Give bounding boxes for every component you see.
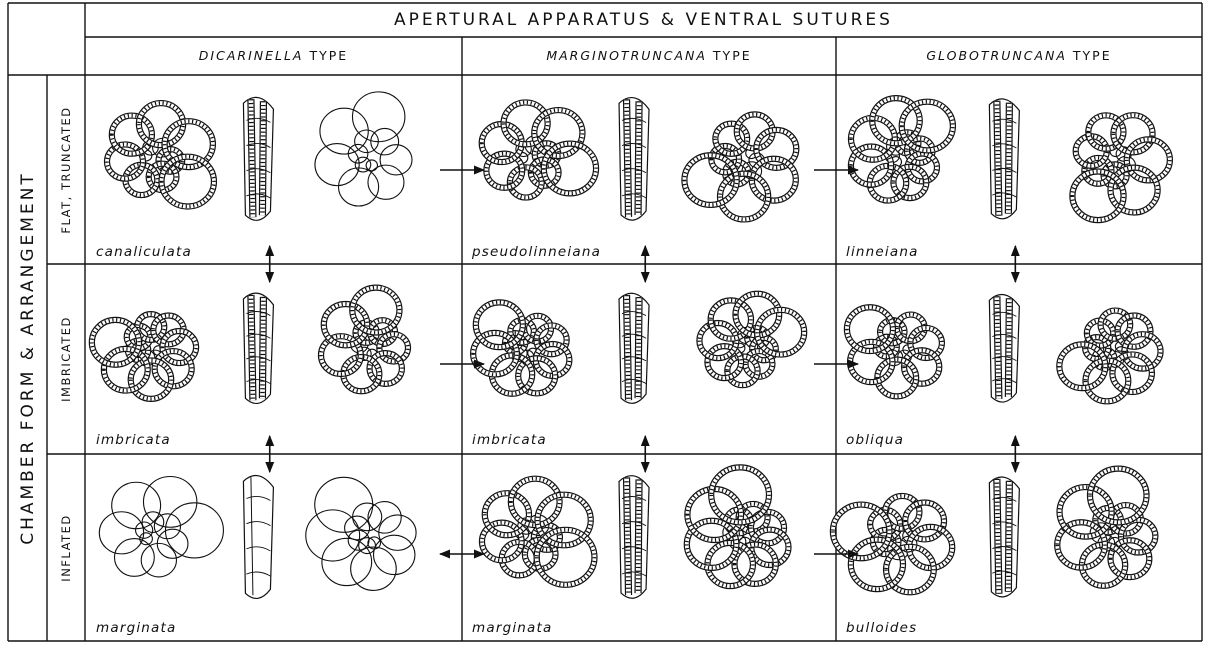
species-label-bulloides: bulloides (846, 620, 917, 636)
column-type-label: TYPE (713, 48, 752, 63)
column-genus: DICARINELLA (199, 48, 304, 63)
species-label-imbricata: imbricata (472, 432, 547, 448)
species-label-linneiana: linneiana (846, 244, 919, 260)
fossil-specimen-group (92, 288, 408, 404)
column-header-dicarinella: DICARINELLA TYPE (85, 48, 462, 63)
fossil-specimen-group (107, 92, 412, 220)
row-label-inflated: INFLATED (59, 514, 73, 581)
column-header-globotruncana: GLOBOTRUNCANA TYPE (836, 48, 1202, 63)
fossil-specimen-group (482, 467, 789, 598)
species-label-canaliculata: canaliculata (96, 244, 192, 260)
fossil-specimen-group (833, 469, 1155, 597)
species-label-pseudolinneiana: pseudolinneiana (472, 244, 601, 260)
column-header-marginotruncana: MARGINOTRUNCANA TYPE (462, 48, 836, 63)
table-grid (8, 3, 1202, 641)
species-label-marginata: marginata (96, 620, 177, 636)
row-label-imbricated: IMBRICATED (59, 316, 73, 402)
fossil-specimen-group (99, 476, 416, 599)
fossil-specimen-group (851, 98, 1170, 220)
column-type-label: TYPE (309, 48, 348, 63)
species-label-marginata: marginata (472, 620, 553, 636)
fossil-specimen-group (482, 98, 797, 221)
column-genus: GLOBOTRUNCANA (926, 48, 1067, 63)
column-type-label: TYPE (1073, 48, 1112, 63)
side-title: CHAMBER FORM & ARRANGEMENT (18, 171, 38, 545)
header-title: APERTURAL APPARATUS & VENTRAL SUTURES (85, 10, 1202, 30)
row-label-flat-truncated: FLAT, TRUNCATED (59, 106, 73, 233)
fossil-drawings (92, 92, 1170, 599)
fossil-specimen-group (847, 294, 1161, 402)
fossil-specimen-group (473, 293, 804, 403)
species-label-obliqua: obliqua (846, 432, 904, 448)
species-label-imbricata: imbricata (96, 432, 171, 448)
column-genus: MARGINOTRUNCANA (546, 48, 707, 63)
